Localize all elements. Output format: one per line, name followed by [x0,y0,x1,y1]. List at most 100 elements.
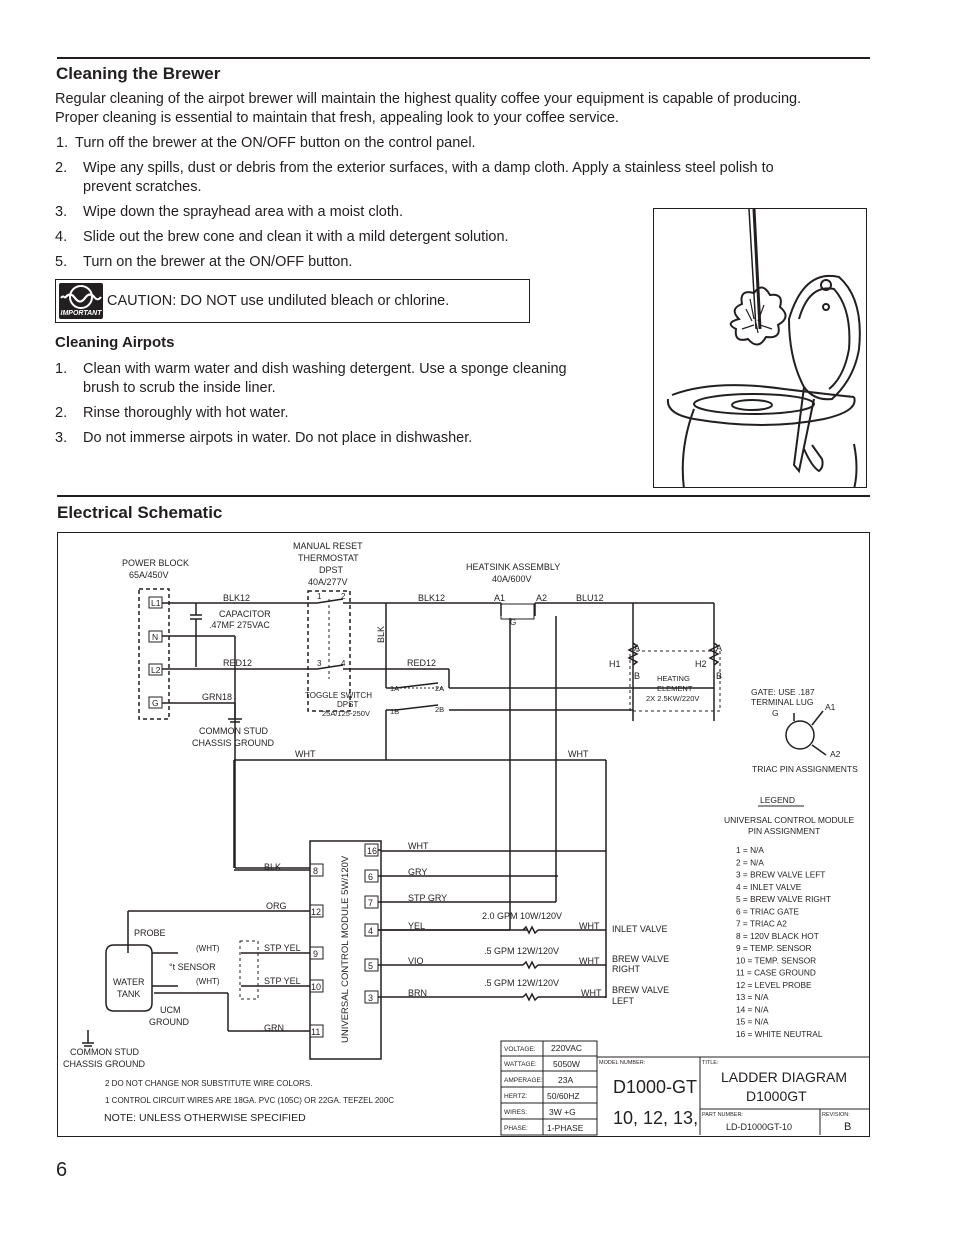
heater-h2-b: B [716,671,722,681]
ucm-pin-9: 9 [313,949,318,959]
spec-wires-value: 3W +G [549,1107,576,1117]
toggle-label-3: 25A/125-250V [322,709,370,718]
heater-h1-b: B [634,671,640,681]
spec-amperage-label: AMPERAGE: [504,1077,543,1084]
ucm-pin-11: 11 [311,1027,320,1037]
wire-grn18: GRN18 [202,692,232,702]
schematic-frame: POWER BLOCK 65A/450V L1 N L2 G MANUAL RE… [57,532,870,1137]
legend-item: 14 = N/A [736,1004,769,1014]
legend-title: LEGEND [760,795,795,805]
spec-amperage-value: 23A [558,1075,573,1085]
heating-element-label-3: 2X 2.5KW/220V [646,694,699,703]
note-heading: NOTE: UNLESS OTHERWISE SPECIFIED [104,1112,306,1124]
legend-item: 16 = WHITE NEUTRAL [736,1029,823,1039]
ucm-pin-4: 4 [368,926,373,936]
airpot-step-3: 3. Do not immerse airpots in water. Do n… [55,430,473,446]
spec-wattage-value: 5050W [553,1059,580,1069]
ucm-pin-12: 12 [311,907,321,917]
important-label: IMPORTANT [60,310,102,317]
cleaning-heading: Cleaning the Brewer [56,64,221,83]
spec-hertz-label: HERTZ: [504,1093,528,1100]
triac-g: G [772,708,779,718]
model-number-2: 10, 12, 13, [613,1108,698,1128]
ucm-ground-label-1: UCM [160,1005,181,1015]
ucm-wire-wht: WHT [408,841,429,851]
ucm-wire-stp-gry: STP GRY [408,893,447,903]
ucm-label: UNIVERSAL CONTROL MODULE 5W/120V [340,855,351,1043]
legend-sub-2: PIN ASSIGNMENT [748,826,820,836]
valve-3-rating: .5 GPM 12W/120V [484,978,559,988]
terminal-l2: L2 [151,665,161,675]
heatsink-label-1: HEATSINK ASSEMBLY [466,562,560,572]
legend-item: 5 = BREW VALVE RIGHT [736,894,831,904]
top-rule [57,57,870,59]
wire-blk-vertical: BLK [376,626,386,643]
wire-red12-a: RED12 [223,658,252,668]
legend-item: 7 = TRIAC A2 [736,919,787,929]
intro-line-2: Proper cleaning is essential to maintain… [55,110,619,126]
thermostat-t3: 3 [317,659,322,668]
heatsink-g: G [510,618,516,627]
cleaning-step-1: 1. Turn off the brewer at the ON/OFF but… [56,135,476,151]
legend-item: 11 = CASE GROUND [736,968,816,978]
airpot-step-2: 2. Rinse thoroughly with hot water. [55,405,289,421]
capacitor-label-2: .47MF 275VAC [209,620,270,630]
legend-item: 15 = N/A [736,1017,769,1027]
wire-wht-1: WHT [295,749,316,759]
ground2-label-2: CHASSIS GROUND [63,1059,146,1069]
thermostat-label-2: THERMOSTAT [298,553,359,563]
valve-3-wire: WHT [581,988,602,998]
spec-voltage-label: VOLTAGE: [504,1046,536,1053]
probe-label: PROBE [134,928,166,938]
heater-h1-a: A [634,643,640,653]
ucm-wire-org: ORG [266,901,287,911]
wire-red12-b: RED12 [407,658,436,668]
heating-element-label-2: ELEMENT [657,684,693,693]
triac-label-1: GATE: USE .187 [751,687,815,697]
airpot-illustration [653,208,867,488]
spec-phase-label: PHASE: [504,1125,528,1132]
thermostat-label-4: 40A/277V [308,577,348,587]
part-number-label: PART NUMBER: [702,1112,743,1118]
wire-blk12-a: BLK12 [223,593,250,603]
caution-box: IMPORTANT CAUTION: DO NOT use undiluted … [55,279,530,323]
heatsink-a1: A1 [494,593,505,603]
part-number: LD-D1000GT-10 [726,1122,792,1132]
legend-item: 4 = INLET VALVE [736,882,802,892]
temp-sensor-label: °t SENSOR [169,962,216,972]
legend-item: 13 = N/A [736,992,769,1002]
spec-wattage-label: WATTAGE: [504,1061,537,1068]
ucm-wire-grn: GRN [264,1023,284,1033]
ucm-wire-brn: BRN [408,988,427,998]
thermostat-t2: 2 [341,592,346,601]
thermostat-label-3: DPST [319,565,344,575]
legend-item: 2 = N/A [736,857,764,867]
note-1: 1 CONTROL CIRCUIT WIRES ARE 18GA. PVC (1… [105,1096,394,1105]
terminal-n: N [152,632,158,642]
note-2: 2 DO NOT CHANGE NOR SUBSTITUTE WIRE COLO… [105,1079,312,1088]
valve-2-label-2: RIGHT [612,964,641,974]
legend-item: 10 = TEMP. SENSOR [736,955,816,965]
diagram-title-2: D1000GT [746,1088,807,1104]
heatsink-a2: A2 [536,593,547,603]
ucm-wire-stp-yel-2: STP YEL [264,976,301,986]
ucm-wire-gry: GRY [408,867,427,877]
toggle-label-1: TOGGLE SWITCH [305,691,372,700]
legend-item: 1 = N/A [736,845,764,855]
ucm-pin-7: 7 [368,898,373,908]
toggle-1b: 1B [390,707,399,716]
ground1-label-2: CHASSIS GROUND [192,738,275,748]
cleaning-step-4: 4. Slide out the brew cone and clean it … [55,229,509,245]
ucm-wire-stp-yel-1: STP YEL [264,943,301,953]
toggle-2b: 2B [435,705,444,714]
terminal-l1: L1 [151,598,161,608]
ucm-pin-3: 3 [368,993,373,1003]
important-badge: IMPORTANT [59,283,103,319]
triac-a1: A1 [825,702,836,712]
revision: B [844,1121,851,1133]
triac-caption: TRIAC PIN ASSIGNMENTS [752,764,858,774]
valve-3-label-1: BREW VALVE [612,985,669,995]
terminal-g: G [152,698,159,708]
schematic-diagram: POWER BLOCK 65A/450V L1 N L2 G MANUAL RE… [63,541,869,1136]
warning-icon [60,285,102,309]
